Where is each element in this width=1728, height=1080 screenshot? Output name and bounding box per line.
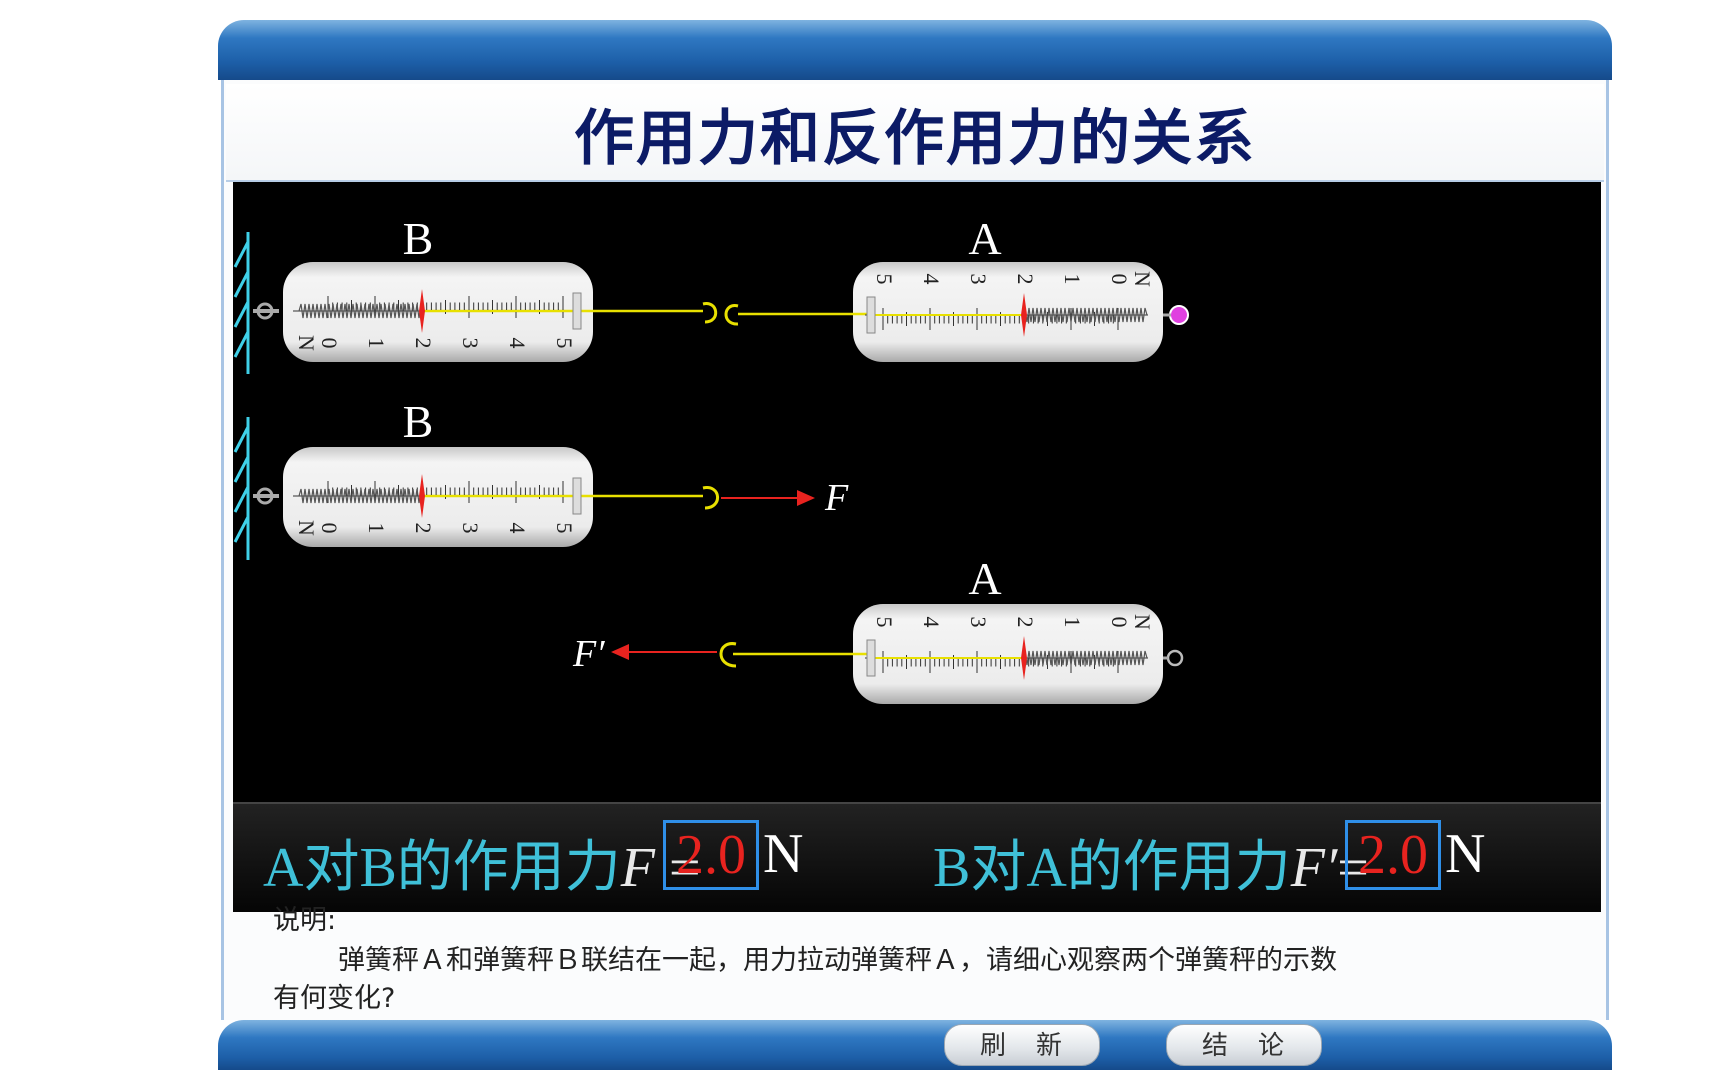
note-line1: 弹簧秤Ａ和弹簧秤Ｂ联结在一起，用力拉动弹簧秤Ａ，请细心观察两个弹簧秤的示数 bbox=[338, 945, 1337, 976]
scale-a-tick-label: 1 bbox=[1060, 274, 1085, 285]
scale-a-tick-label: 0 bbox=[1107, 274, 1132, 285]
readout-left-value: 2.0 bbox=[663, 820, 759, 890]
scale-b-tick-label: 1 bbox=[364, 338, 389, 349]
scale-b-pointer bbox=[419, 474, 425, 518]
bottom-bar bbox=[218, 1020, 1612, 1070]
scale-a-tick-label: 0 bbox=[1107, 617, 1132, 628]
readout-bar: A对B的作用力F = 2.0 N B对A的作用力F′= 2.0 N bbox=[233, 802, 1601, 912]
readout-left: A对B的作用力F = bbox=[263, 822, 701, 903]
scale-b-tick-label: 4 bbox=[505, 338, 530, 349]
simulation-svg: B A B bbox=[233, 213, 1189, 704]
scale-a-tick-label: 4 bbox=[919, 274, 944, 285]
scale-b-ticks: N0 1 2 3 4 5 bbox=[293, 474, 582, 536]
readout-left-label: A对B的作用力 bbox=[263, 837, 621, 899]
wall-bottom bbox=[233, 417, 250, 560]
pull-handle[interactable] bbox=[1169, 305, 1189, 325]
scale-b-label-2: B bbox=[403, 396, 434, 447]
app-frame: 作用力和反作用力的关系 bbox=[218, 20, 1612, 1070]
scale-b-tick-label: 2 bbox=[411, 338, 436, 349]
scale-b-tick-label: 3 bbox=[458, 523, 483, 534]
scale-a-tick-label: N bbox=[1130, 614, 1155, 630]
scale-a-tick-label: 4 bbox=[919, 617, 944, 628]
scale-b-label: B bbox=[403, 213, 434, 264]
scale-a-tick-label: 1 bbox=[1060, 617, 1085, 628]
top-bar bbox=[218, 20, 1612, 80]
readout-left-var: F bbox=[620, 837, 656, 899]
refresh-button[interactable]: 刷新 bbox=[944, 1024, 1100, 1066]
readout-right-var: F′ bbox=[1290, 837, 1338, 899]
scale-a-tick-label: N bbox=[1130, 271, 1155, 287]
wall-top bbox=[233, 232, 250, 374]
scale-a-pointer bbox=[1021, 293, 1027, 337]
scale-a-tick-label: 2 bbox=[1013, 274, 1038, 285]
scale-a-pointer bbox=[1021, 636, 1027, 680]
force-f-prime-label: F′ bbox=[572, 633, 605, 675]
scale-a-tick-label: 5 bbox=[872, 274, 897, 285]
scale-b-pointer bbox=[419, 289, 425, 333]
spring-scale-a-top: A bbox=[724, 213, 1189, 362]
scale-a-label-bottom: A bbox=[968, 553, 1001, 604]
spring-scale-a-bottom: A F′ bbox=[572, 553, 1184, 704]
scale-b-tick-label: 5 bbox=[552, 523, 577, 534]
scale-b-tick-label: 4 bbox=[505, 523, 530, 534]
scale-a-tick-label: 3 bbox=[966, 617, 991, 628]
scale-a-tick-label: 2 bbox=[1013, 617, 1038, 628]
title-strip bbox=[226, 84, 1604, 182]
readout-right-unit: N bbox=[1445, 823, 1486, 885]
scale-b-tick-label: 1 bbox=[364, 523, 389, 534]
scale-a-tick-label: 5 bbox=[872, 617, 897, 628]
scale-a-ticks: 5 4 3 2 1 0N bbox=[865, 614, 1155, 680]
readout-right: B对A的作用力F′= bbox=[933, 822, 1369, 903]
readout-right-label: B对A的作用力 bbox=[933, 837, 1291, 899]
scale-a-tick-label: 3 bbox=[966, 274, 991, 285]
readout-right-value: 2.0 bbox=[1345, 820, 1441, 890]
scale-b-tick-label: 2 bbox=[411, 523, 436, 534]
scale-b-tick-label: 0 bbox=[317, 523, 342, 534]
page-title: 作用力和反作用力的关系 bbox=[574, 104, 1256, 174]
force-f-label: F bbox=[824, 477, 849, 519]
note-line2: 有何变化? bbox=[273, 983, 396, 1014]
simulation-stage: B A B bbox=[233, 182, 1601, 802]
scale-b-tick-label: 5 bbox=[552, 338, 577, 349]
scale-a-ticks: 5 4 3 2 1 0N bbox=[865, 271, 1155, 337]
scale-b-tick-label: N bbox=[294, 520, 319, 536]
conclusion-button[interactable]: 结论 bbox=[1166, 1024, 1322, 1066]
scale-b-ticks: N0 1 2 3 4 5 bbox=[293, 289, 582, 351]
note-heading: 说明: bbox=[273, 905, 337, 936]
scale-a-label-top: A bbox=[968, 213, 1001, 264]
scale-b-tick-label: 0 bbox=[317, 338, 342, 349]
scale-b-tick-label: N bbox=[294, 335, 319, 351]
scale-b-tick-label: 3 bbox=[458, 338, 483, 349]
readout-left-unit: N bbox=[763, 823, 804, 885]
